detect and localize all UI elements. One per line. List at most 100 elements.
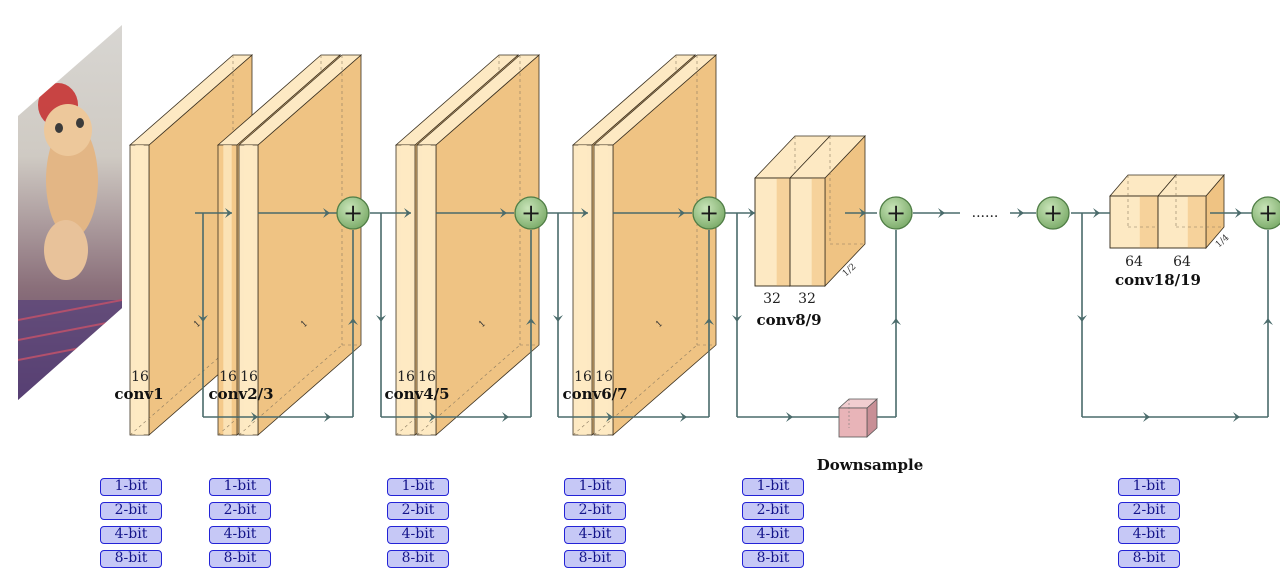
- bit-options-conv4-5: 1-bit 2-bit 4-bit 8-bit: [387, 478, 449, 574]
- bit-4-option[interactable]: 4-bit: [1118, 526, 1180, 544]
- bit-4-option[interactable]: 4-bit: [387, 526, 449, 544]
- sum-node: +: [692, 196, 726, 230]
- arrow-head: [500, 208, 507, 218]
- bit-1-option[interactable]: 1-bit: [1118, 478, 1180, 496]
- arrow-head: [502, 412, 509, 422]
- feature-map-conv5: [415, 54, 541, 436]
- arrow-head: [1233, 412, 1240, 422]
- feature-map-conv9: [789, 135, 866, 287]
- bit-options-conv6-7: 1-bit 2-bit 4-bit 8-bit: [564, 478, 626, 574]
- arrow-head: [732, 315, 742, 322]
- arrow-head: [198, 315, 208, 322]
- arrow-head: [891, 318, 901, 325]
- arrow-head: [376, 315, 386, 322]
- bit-4-option[interactable]: 4-bit: [100, 526, 162, 544]
- sum-node: +: [1251, 196, 1280, 230]
- bit-1-option[interactable]: 1-bit: [387, 478, 449, 496]
- channel-count: 16: [595, 369, 613, 385]
- bit-8-option[interactable]: 8-bit: [209, 550, 271, 568]
- arrow-head: [404, 208, 411, 218]
- downsample-label: Downsample: [817, 456, 924, 474]
- arrow-head: [1263, 318, 1273, 325]
- input-image: [18, 25, 122, 400]
- arrow-head: [348, 318, 358, 325]
- arrow-head: [1077, 315, 1087, 322]
- arrow-head: [1235, 208, 1242, 218]
- bit-2-option[interactable]: 2-bit: [100, 502, 162, 520]
- bit-2-option[interactable]: 2-bit: [387, 502, 449, 520]
- arrow-head: [1017, 208, 1024, 218]
- arrow-head: [748, 208, 755, 218]
- arrow-head: [680, 412, 687, 422]
- downsample-block: [837, 398, 879, 438]
- arrow-head: [324, 412, 331, 422]
- block-label-conv4-5: conv4/5: [384, 385, 449, 403]
- bit-2-option[interactable]: 2-bit: [742, 502, 804, 520]
- sum-symbol: +: [343, 199, 363, 227]
- bit-8-option[interactable]: 8-bit: [1118, 550, 1180, 568]
- arrow-head: [323, 208, 330, 218]
- arrow-head: [678, 208, 685, 218]
- channel-count: 16: [397, 369, 415, 385]
- feature-map-conv7: [592, 54, 718, 436]
- bit-4-option[interactable]: 4-bit: [742, 526, 804, 544]
- scale-marker: 1: [477, 319, 488, 330]
- bit-1-option[interactable]: 1-bit: [209, 478, 271, 496]
- arrow-head: [251, 412, 258, 422]
- channel-count: 16: [240, 369, 258, 385]
- channel-count: 32: [798, 291, 816, 307]
- bit-options-conv8-9: 1-bit 2-bit 4-bit 8-bit: [742, 478, 804, 574]
- feature-map-conv3: [237, 54, 363, 436]
- bit-8-option[interactable]: 8-bit: [564, 550, 626, 568]
- channel-count: 64: [1173, 254, 1191, 270]
- arrow-head: [859, 208, 866, 218]
- channel-count: 16: [574, 369, 592, 385]
- sum-symbol: +: [521, 199, 541, 227]
- scale-marker: 1: [192, 319, 203, 330]
- feature-map-conv19: [1157, 173, 1225, 250]
- channel-count: 16: [131, 369, 149, 385]
- arrow-head: [553, 315, 563, 322]
- sum-symbol: +: [886, 199, 906, 227]
- bit-8-option[interactable]: 8-bit: [100, 550, 162, 568]
- arrow-head: [526, 318, 536, 325]
- bit-options-conv1: 1-bit 2-bit 4-bit 8-bit: [100, 478, 162, 574]
- bit-8-option[interactable]: 8-bit: [387, 550, 449, 568]
- arrow-head: [704, 318, 714, 325]
- sum-node: +: [1036, 196, 1070, 230]
- arrow-head: [786, 412, 793, 422]
- bit-2-option[interactable]: 2-bit: [209, 502, 271, 520]
- bit-1-option[interactable]: 1-bit: [742, 478, 804, 496]
- channel-count: 32: [763, 291, 781, 307]
- block-label-conv8-9: conv8/9: [756, 311, 821, 329]
- scale-marker: 1: [654, 319, 665, 330]
- bit-options-conv18-19: 1-bit 2-bit 4-bit 8-bit: [1118, 478, 1180, 574]
- arrow-head: [1093, 208, 1100, 218]
- bit-8-option[interactable]: 8-bit: [742, 550, 804, 568]
- sum-symbol: +: [699, 199, 719, 227]
- ellipsis-text: ......: [972, 205, 999, 221]
- arrow-head: [606, 412, 613, 422]
- arrow-head: [581, 208, 588, 218]
- bit-1-option[interactable]: 1-bit: [564, 478, 626, 496]
- channel-count: 16: [219, 369, 237, 385]
- bit-2-option[interactable]: 2-bit: [564, 502, 626, 520]
- arrow-head: [225, 208, 232, 218]
- sum-symbol: +: [1043, 199, 1063, 227]
- sum-node: +: [879, 196, 913, 230]
- bit-options-conv2-3: 1-bit 2-bit 4-bit 8-bit: [209, 478, 271, 574]
- block-label-conv2-3: conv2/3: [208, 385, 273, 403]
- arrow-head: [429, 412, 436, 422]
- bit-2-option[interactable]: 2-bit: [1118, 502, 1180, 520]
- bit-4-option[interactable]: 4-bit: [209, 526, 271, 544]
- sum-node: +: [336, 196, 370, 230]
- sum-node: +: [514, 196, 548, 230]
- bit-4-option[interactable]: 4-bit: [564, 526, 626, 544]
- sum-symbol: +: [1258, 199, 1278, 227]
- block-label-conv1: conv1: [114, 385, 163, 403]
- block-label-conv18-19: conv18/19: [1115, 271, 1201, 289]
- bit-1-option[interactable]: 1-bit: [100, 478, 162, 496]
- channel-count: 16: [418, 369, 436, 385]
- channel-count: 64: [1125, 254, 1143, 270]
